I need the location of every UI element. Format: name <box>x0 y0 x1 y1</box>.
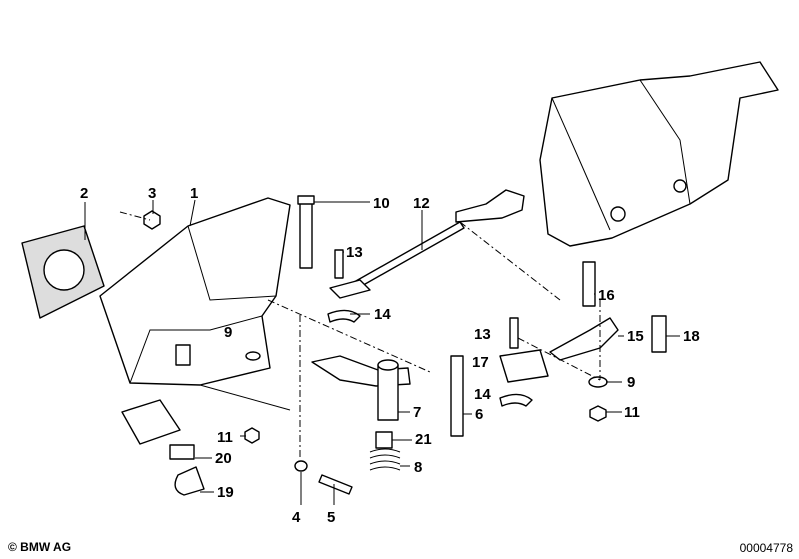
bolt-5 <box>318 474 353 495</box>
copyright-notice: © BMW AG <box>8 540 72 554</box>
nut-3 <box>143 210 161 230</box>
spring-8 <box>369 448 401 471</box>
nut-11 <box>244 427 260 444</box>
callout-20: 20 <box>215 450 232 467</box>
pedal-housing <box>539 61 779 247</box>
actuator <box>455 189 525 223</box>
callout-21: 21 <box>415 431 432 448</box>
callout-9: 9 <box>627 374 635 391</box>
nut-11b <box>589 405 607 422</box>
callout-5: 5 <box>327 509 335 526</box>
callout-9: 9 <box>224 324 232 341</box>
bracket-17 <box>499 349 549 383</box>
callout-3: 3 <box>148 185 156 202</box>
bolt-16 <box>582 261 596 307</box>
pedal-bracket <box>99 197 291 411</box>
document-number: 00004778 <box>739 541 793 555</box>
callout-14: 14 <box>374 306 391 323</box>
callout-18: 18 <box>683 328 700 345</box>
clip-19 <box>174 466 205 496</box>
callout-13: 13 <box>346 244 363 261</box>
callout-11: 11 <box>217 429 233 446</box>
callout-17: 17 <box>472 354 489 371</box>
callout-8: 8 <box>414 459 422 476</box>
callout-2: 2 <box>80 185 88 202</box>
callout-6: 6 <box>475 406 483 423</box>
callout-14: 14 <box>474 386 491 403</box>
brake-light-switch <box>121 399 195 460</box>
clip-14 <box>327 309 361 323</box>
callout-19: 19 <box>217 484 234 501</box>
washer-9 <box>245 351 261 361</box>
callout-13: 13 <box>474 326 491 343</box>
bushing <box>329 279 371 299</box>
callout-11: 11 <box>624 404 640 421</box>
callout-16: 16 <box>598 287 615 304</box>
sleeve-18 <box>651 315 667 353</box>
pin-6 <box>450 355 464 437</box>
lever-15 <box>549 317 619 361</box>
bush-21 <box>375 431 393 449</box>
bolt-10 <box>299 202 313 269</box>
gasket-plate <box>21 225 105 319</box>
callout-15: 15 <box>627 328 644 345</box>
callout-12: 12 <box>413 195 430 212</box>
callout-10: 10 <box>373 195 390 212</box>
callout-4: 4 <box>292 509 301 526</box>
lever-7 <box>311 355 411 421</box>
callout-1: 1 <box>190 185 198 202</box>
clip-14b <box>499 393 533 407</box>
leader-lines <box>84 199 680 505</box>
callout-7: 7 <box>413 404 421 421</box>
washer-4 <box>294 460 308 472</box>
washer-9b <box>588 376 608 388</box>
